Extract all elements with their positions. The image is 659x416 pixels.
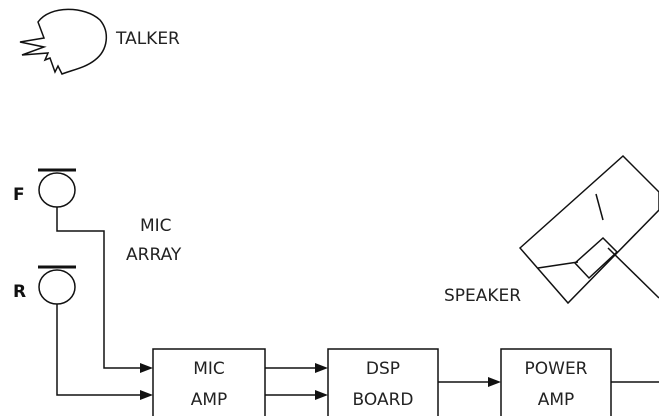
- mic-array-label-line2: ARRAY: [126, 245, 182, 265]
- front-microphone-icon: [38, 168, 76, 208]
- speaker-label: SPEAKER: [444, 286, 521, 306]
- front-mic-label: F: [13, 185, 25, 205]
- arrow-head-icon: [488, 377, 501, 387]
- speaker-icon: [518, 154, 659, 305]
- talker-head-icon: [19, 8, 107, 75]
- power-amp-label-line2: AMP: [538, 390, 575, 410]
- dsp-board-label-line2: BOARD: [353, 390, 414, 410]
- power-amp-block: POWER AMP: [500, 348, 612, 416]
- mic-array-label-line1: MIC: [140, 216, 172, 236]
- rear-mic-wire: [56, 304, 140, 396]
- mic-amp-label-line2: AMP: [191, 390, 228, 410]
- arrow-head-icon: [315, 363, 328, 373]
- front-mic-wire: [56, 207, 140, 369]
- arrow-head-icon: [140, 390, 153, 400]
- mic-amp-label-line1: MIC: [193, 359, 225, 379]
- arrow-head-icon: [140, 363, 153, 373]
- talker-label: TALKER: [115, 29, 180, 49]
- rear-microphone-icon: [38, 265, 76, 305]
- dsp-board-label-line1: DSP: [366, 359, 400, 379]
- arrow-head-icon: [315, 390, 328, 400]
- mic-amp-block: MIC AMP: [152, 348, 266, 416]
- dsp-board-block: DSP BOARD: [327, 348, 439, 416]
- power-amp-label-line1: POWER: [525, 359, 588, 379]
- rear-mic-label: R: [13, 282, 26, 302]
